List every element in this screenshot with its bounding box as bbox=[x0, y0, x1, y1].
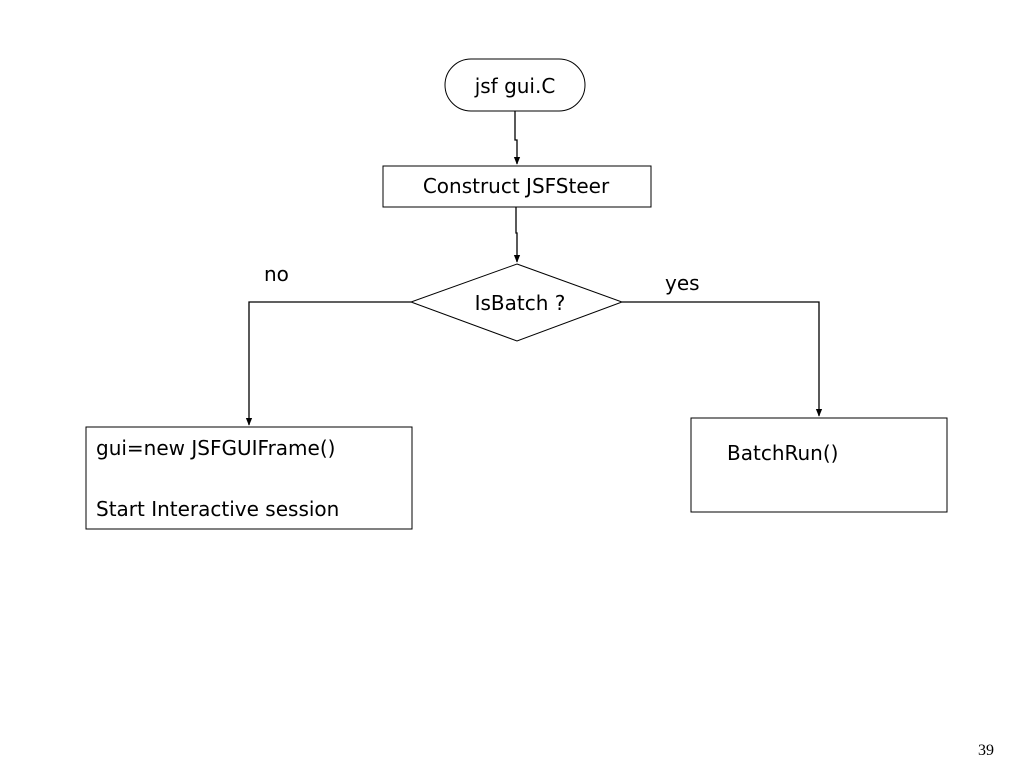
construct-node: Construct JSFSteer bbox=[382, 165, 652, 208]
arrow-construct-to-decision bbox=[513, 207, 521, 263]
interactive-node-line-2: Start Interactive session bbox=[96, 497, 339, 521]
start-node: jsf gui.C bbox=[444, 58, 586, 112]
decision-node: IsBatch ? bbox=[409, 263, 624, 342]
start-node-label: jsf gui.C bbox=[474, 74, 556, 98]
batch-node: BatchRun() bbox=[690, 417, 948, 513]
decision-node-label: IsBatch ? bbox=[475, 291, 566, 315]
branch-label-yes: yes bbox=[665, 271, 700, 295]
interactive-node: gui=new JSFGUIFrame() Start Interactive … bbox=[85, 426, 413, 530]
page-number: 39 bbox=[978, 742, 994, 759]
construct-node-label: Construct JSFSteer bbox=[423, 174, 610, 198]
branch-label-no: no bbox=[264, 262, 289, 286]
arrow-decision-to-interactive bbox=[245, 301, 411, 426]
arrow-start-to-construct bbox=[513, 111, 521, 165]
interactive-node-line-1: gui=new JSFGUIFrame() bbox=[96, 436, 335, 460]
batch-node-label: BatchRun() bbox=[727, 441, 838, 465]
arrow-decision-to-batch bbox=[622, 301, 823, 417]
